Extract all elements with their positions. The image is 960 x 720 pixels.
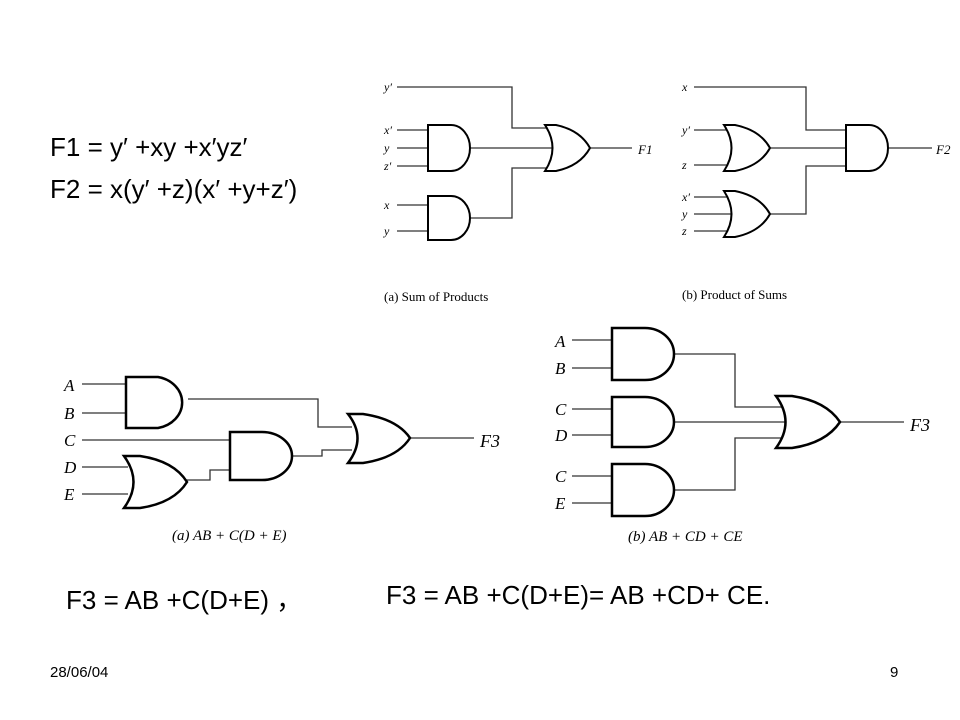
wire (572, 475, 612, 504)
and-gate (124, 375, 184, 430)
or-gate (722, 124, 772, 172)
and-gate (427, 124, 471, 172)
f3-equation-2: F3 = AB +C(D+E)= AB +CD+ CE. (386, 580, 771, 610)
sop-caption: (a) Sum of Products (384, 289, 488, 304)
input-label: z′ (383, 159, 392, 173)
input-label: C (555, 467, 567, 486)
and-gate (610, 326, 676, 382)
output-label: F1 (637, 142, 652, 157)
and-gate (228, 430, 294, 482)
or-gate (722, 190, 772, 238)
output-label: F3 (909, 415, 930, 435)
wire (572, 339, 612, 369)
output-label: F2 (935, 142, 951, 157)
wire (674, 437, 782, 491)
wire (572, 408, 612, 436)
input-label: x′ (681, 190, 690, 204)
input-label: z (681, 224, 687, 238)
input-label: x (383, 198, 390, 212)
wire (694, 86, 846, 131)
page-number: 9 (890, 664, 899, 681)
wire (397, 86, 548, 129)
input-label: B (64, 404, 75, 423)
sop-circuit: y′ x′ y z′ x y F1 (a) Sum of Products (383, 80, 652, 304)
input-label: x (681, 80, 688, 94)
wire (397, 129, 428, 167)
input-label: x′ (383, 123, 392, 137)
or-gate (543, 124, 592, 172)
f1-equation: F1 = y′ +xy +x′yz′ (50, 132, 248, 162)
input-label: y (383, 141, 390, 155)
output-label: F3 (479, 431, 500, 451)
input-label: E (63, 485, 75, 504)
and-gate (610, 395, 676, 449)
input-label: C (555, 400, 567, 419)
wire (292, 449, 352, 457)
input-label: A (554, 332, 566, 351)
wire (674, 353, 782, 408)
wire (694, 196, 732, 232)
input-label: D (63, 458, 77, 477)
wire (82, 466, 128, 495)
input-label: E (554, 494, 566, 513)
wire (694, 129, 730, 166)
wire (185, 469, 230, 481)
or-gate (121, 454, 189, 510)
wire (82, 383, 126, 414)
input-label: D (554, 426, 568, 445)
wire (397, 204, 428, 232)
f3b-circuit: A B C D C E F3 (b) AB + CD + CE (554, 326, 930, 545)
input-label: y′ (681, 123, 690, 137)
wire (768, 165, 846, 215)
pos-circuit: x y′ z x′ y z F2 (b) Product of Sums (681, 80, 951, 302)
wire (188, 398, 352, 428)
input-label: y′ (383, 80, 392, 94)
and-gate (427, 195, 471, 241)
pos-caption: (b) Product of Sums (682, 287, 787, 302)
f2-equation: F2 = x(y′ +z)(x′ +y+z′) (50, 174, 298, 204)
f3-equation-1: F3 = AB +C(D+E) ， (66, 585, 303, 615)
or-gate (345, 412, 412, 465)
input-label: B (555, 359, 566, 378)
wire (470, 167, 548, 219)
f3a-circuit: A B C D E F3 (a) AB + C(D + E) (63, 375, 500, 544)
input-label: y (383, 224, 390, 238)
or-gate (773, 394, 842, 450)
f3b-caption: (b) AB + CD + CE (628, 529, 743, 545)
and-gate (610, 462, 676, 518)
and-gate (845, 124, 889, 172)
input-label: y (681, 207, 688, 221)
footer-date: 28/06/04 (50, 664, 109, 681)
input-label: z (681, 158, 687, 172)
input-label: A (63, 376, 75, 395)
f3a-caption: (a) AB + C(D + E) (172, 528, 287, 544)
input-label: C (64, 431, 76, 450)
